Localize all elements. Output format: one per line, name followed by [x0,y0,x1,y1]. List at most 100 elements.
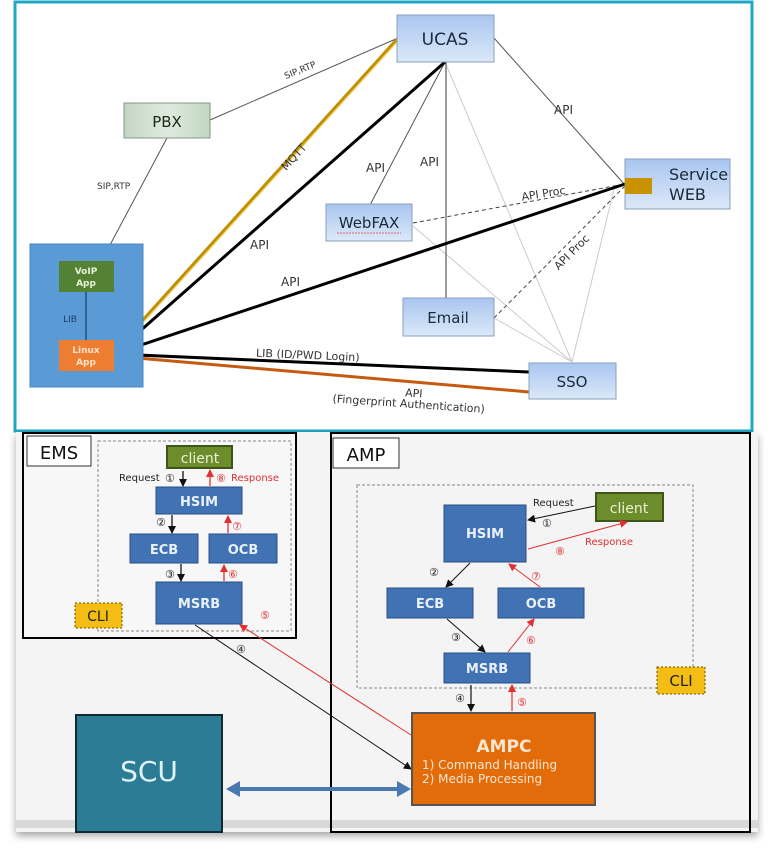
svg-text:Request: Request [533,498,574,509]
edge-ucas-webfax [369,61,446,206]
svg-text:API: API [554,103,573,117]
edge-pbx-ucas [209,37,399,121]
amp-ocb[interactable] [497,587,585,619]
svg-text:WebFAX: WebFAX [339,214,400,232]
svg-text:Service: Service [669,165,728,184]
svg-text:API: API [366,161,385,175]
node-webfax[interactable]: WebFAX [325,203,413,242]
amp-client[interactable] [595,492,664,522]
svg-text:Email: Email [427,309,469,327]
network-topology-panel: UCAS PBX Service WEB WebFAX Email SSO [13,0,754,433]
svg-text:LIB (ID/PWD Login): LIB (ID/PWD Login) [256,347,360,365]
node-device[interactable]: VoIP App LIB Linux App [29,243,144,388]
svg-text:API: API [405,386,423,400]
ems-ecb[interactable] [129,533,199,564]
node-service-web[interactable]: Service WEB [624,158,731,210]
scu-block[interactable]: SCU [75,714,223,833]
node-email[interactable]: Email [402,297,495,337]
svg-text:2) Media Processing: 2) Media Processing [422,772,542,786]
ems-ocb[interactable] [208,533,278,564]
svg-text:Response: Response [585,537,633,548]
svg-text:⑤: ⑤ [517,696,527,709]
ems-arrow-5 [239,624,412,736]
svg-text:App: App [76,279,96,289]
edge-linux-ucas [113,60,446,356]
svg-text:PBX: PBX [152,113,182,131]
svg-text:LIB: LIB [63,315,77,325]
svg-text:②: ② [429,566,439,579]
svg-text:SCU: SCU [120,755,178,788]
scu-ampc-bidirectional-arrow [226,781,411,797]
svg-text:API: API [281,275,300,289]
amp-arrow-2 [445,562,471,588]
svg-text:UCAS: UCAS [422,30,469,50]
ampc-block[interactable]: AMPC 1) Command Handling 2) Media Proces… [411,712,596,806]
svg-text:④: ④ [236,643,246,656]
ems-client[interactable] [166,445,233,469]
voip-app[interactable] [59,261,114,292]
amp-frame [330,432,751,833]
svg-text:⑦: ⑦ [531,570,541,583]
amp-title: AMP [347,445,386,466]
ems-title-box [26,435,92,467]
sso-faint-links [412,61,616,363]
ems-title: EMS [40,443,78,464]
svg-text:1) Command Handling: 1) Command Handling [422,758,557,772]
ems-cli-badge[interactable] [74,602,123,629]
svg-text:Response: Response [231,473,279,484]
svg-text:WEB: WEB [669,185,706,204]
amp-msrb[interactable] [443,652,531,684]
edge-webfax-web [412,183,626,224]
svg-text:④: ④ [455,692,465,705]
amp-title-box [332,437,400,469]
edge-ucas-web [493,37,626,186]
svg-text:⑤: ⑤ [260,609,270,622]
amp-cli-badge[interactable] [656,666,706,695]
edge-pbx-voip [109,137,168,246]
amp-arrow-8 [527,519,628,550]
svg-text:OCB: OCB [228,543,259,558]
svg-text:API: API [250,238,269,252]
svg-text:⑥: ⑥ [526,634,536,647]
web-connector-port [625,178,652,194]
edge-mqtt [110,36,400,356]
amp-arrow-6 [507,618,535,653]
edge-linux-sso-api [113,354,530,394]
svg-text:①: ① [542,517,552,530]
svg-text:ECB: ECB [416,597,444,612]
svg-text:SSO: SSO [557,373,588,391]
svg-text:CLI: CLI [87,609,109,625]
system-flow-panel: EMS CLI client HSIM ECB OCB MSRB Request… [16,432,758,833]
svg-text:⑥: ⑥ [228,568,238,581]
edge-email-web [493,185,626,319]
ems-cli-boundary [97,440,292,632]
svg-text:Linux: Linux [72,346,100,356]
svg-text:③: ③ [165,568,175,581]
svg-text:VoIP: VoIP [75,267,98,277]
amp-arrow-1 [527,505,596,523]
svg-text:API: API [420,155,439,169]
node-ucas[interactable]: UCAS [396,14,495,63]
node-sso[interactable]: SSO [528,362,617,400]
ems-arrow-4 [194,624,412,770]
ems-msrb[interactable] [155,581,243,625]
amp-ecb[interactable] [386,587,474,619]
svg-text:client: client [181,451,220,467]
svg-text:①: ① [165,472,175,485]
amp-arrow-7 [508,563,541,588]
svg-text:②: ② [156,516,166,529]
svg-text:HSIM: HSIM [180,495,218,510]
svg-text:MSRB: MSRB [178,597,220,612]
amp-cli-boundary [356,484,694,689]
svg-text:⑦: ⑦ [232,520,242,533]
node-pbx[interactable]: PBX [123,102,211,139]
amp-hsim[interactable] [443,504,527,563]
svg-text:MSRB: MSRB [466,662,508,677]
ems-group: EMS CLI client HSIM ECB OCB MSRB Request… [22,432,297,639]
amp-arrow-3 [446,618,486,653]
linux-app[interactable] [59,340,114,371]
edge-linux-sso-lib [113,352,530,374]
amp-group: AMP CLI client HSIM ECB OCB MSRB Request [332,437,706,806]
ems-hsim[interactable] [155,486,243,515]
